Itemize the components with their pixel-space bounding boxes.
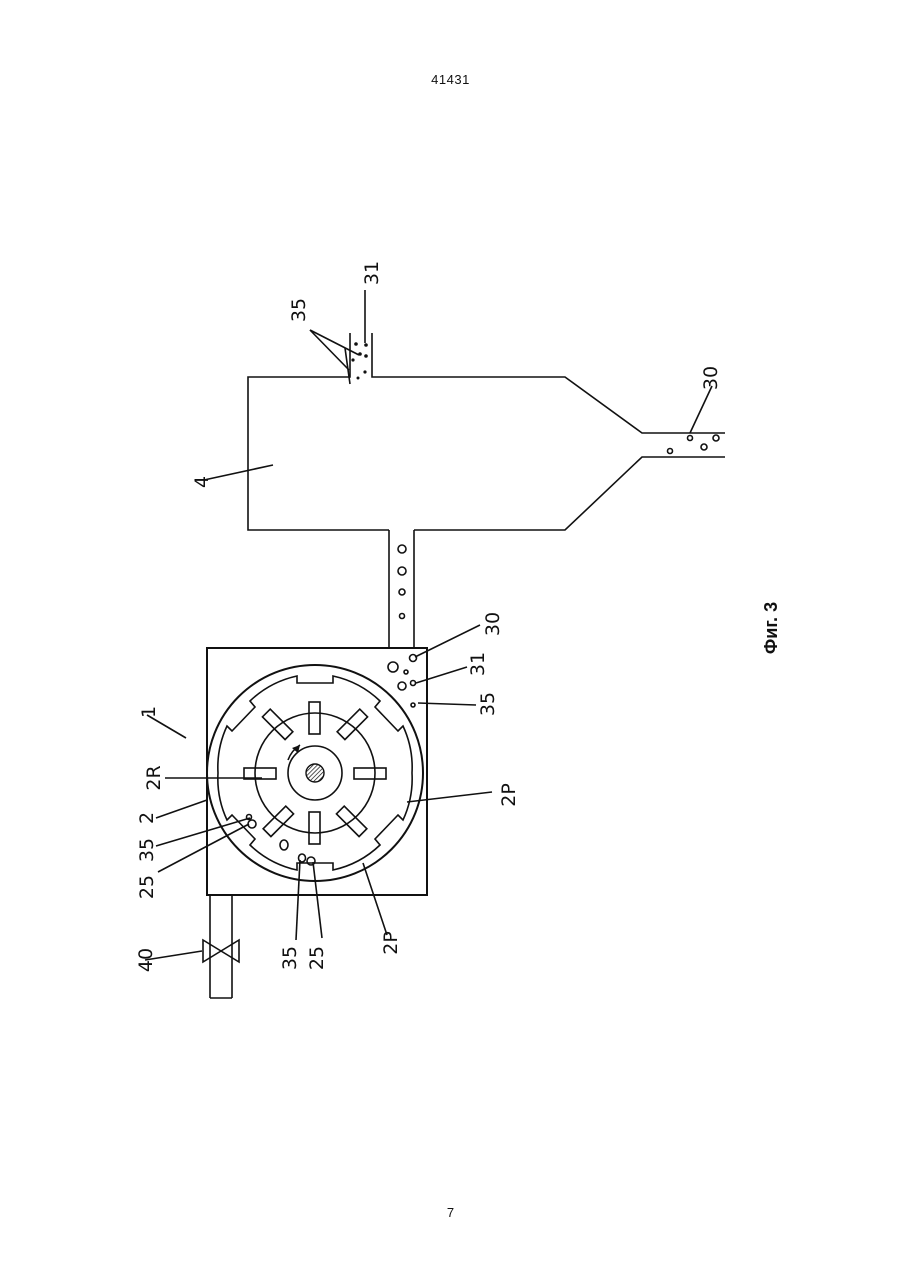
rotor-shaft <box>306 764 324 782</box>
labels: 1 2 2R 35 25 40 35 25 2P 2P 35 31 30 4 3… <box>135 261 781 972</box>
label-35-bottom: 35 <box>279 946 301 970</box>
label-30-housing: 30 <box>482 612 504 636</box>
label-2p-bottom: 2P <box>380 931 402 955</box>
label-25-left: 25 <box>136 875 158 899</box>
label-2p-right: 2P <box>498 783 520 807</box>
label-35-housing: 35 <box>477 692 499 716</box>
leader-lines <box>145 290 712 960</box>
label-30-outlet: 30 <box>700 366 722 390</box>
label-31-outlet: 31 <box>361 261 383 285</box>
label-2: 2 <box>136 812 158 824</box>
label-25-bottom: 25 <box>306 946 328 970</box>
top-outlet-particles <box>351 342 367 379</box>
separator-vessel <box>248 333 725 530</box>
label-1: 1 <box>138 706 160 718</box>
connecting-pipe <box>389 530 414 648</box>
valve-symbol <box>203 940 239 962</box>
right-outlet-particles <box>668 435 720 454</box>
label-4: 4 <box>191 476 213 488</box>
label-40: 40 <box>135 948 157 972</box>
label-31-housing: 31 <box>467 652 489 676</box>
page-number: 7 <box>0 1205 901 1220</box>
housing-particles <box>388 655 417 708</box>
label-2r: 2R <box>143 765 165 790</box>
label-35-left: 35 <box>136 838 158 862</box>
figure-caption: Фиг. 3 <box>761 602 781 654</box>
label-35-outlet: 35 <box>288 298 310 322</box>
